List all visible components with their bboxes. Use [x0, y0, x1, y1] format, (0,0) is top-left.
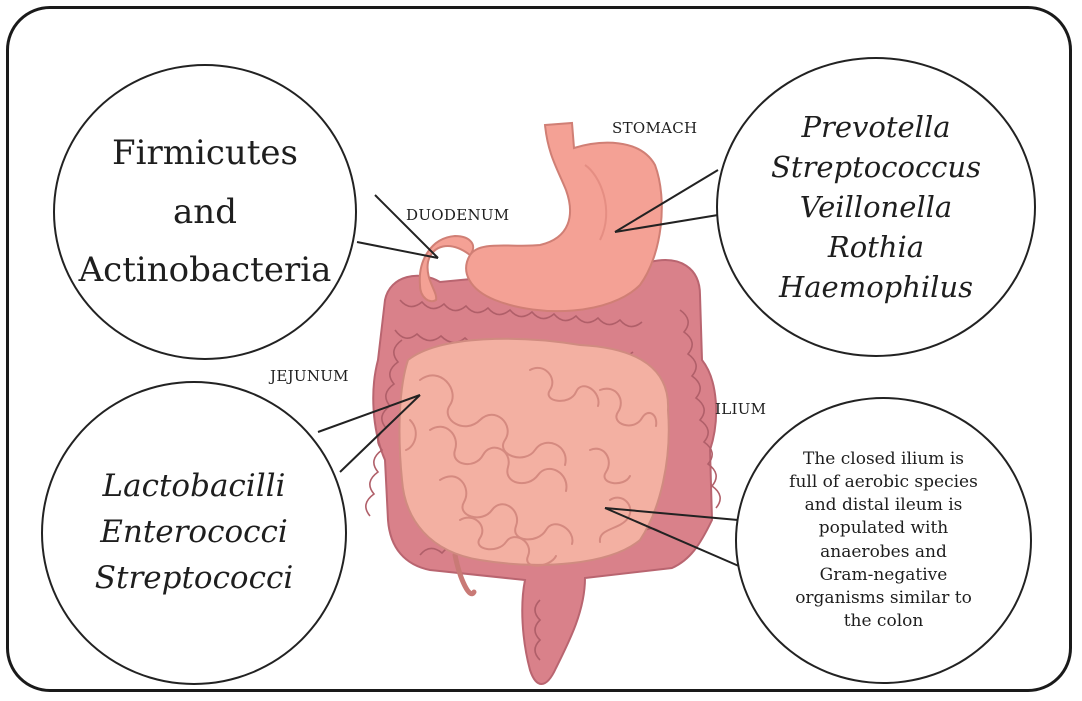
bacteria-name: Streptococci [95, 556, 294, 602]
bacteria-name: Haemophilus [779, 267, 973, 307]
description-line: and distal ileum is [805, 494, 963, 517]
bacteria-name: Prevotella [801, 107, 950, 147]
duodenum-label: DUODENUM [406, 206, 509, 224]
bacteria-name: Streptococcus [771, 147, 981, 187]
connector-word: and [173, 183, 237, 241]
bacteria-name: Lactobacilli [103, 464, 286, 510]
description-line: populated with [819, 517, 948, 540]
description-line: Gram-negative [820, 564, 948, 587]
bacteria-name: Enterococci [100, 510, 288, 556]
small-intestine [400, 339, 669, 566]
stomach-bacteria-circle: Prevotella Streptococcus Veillonella Rot… [716, 57, 1036, 357]
stomach-label: STOMACH [612, 119, 697, 137]
leader-duodenum-2 [357, 242, 438, 258]
description-line: anaerobes and [820, 541, 947, 564]
ilium-description-circle: The closed ilium is full of aerobic spec… [735, 397, 1032, 684]
description-line: The closed ilium is [803, 448, 964, 471]
jejunum-bacteria-circle: Lactobacilli Enterococci Streptococci [41, 381, 347, 685]
ilium-label: ILIUM [715, 400, 766, 418]
description-line: organisms similar to [795, 587, 972, 610]
jejunum-label: JEJUNUM [270, 367, 349, 385]
bacteria-name: Firmicutes [112, 124, 298, 182]
duodenum-bacteria-circle: Firmicutes and Actinobacteria [53, 64, 357, 360]
leader-duodenum-1 [375, 195, 438, 258]
description-line: the colon [844, 610, 924, 633]
description-line: full of aerobic species [789, 471, 978, 494]
bacteria-name: Rothia [828, 227, 924, 267]
bacteria-name: Actinobacteria [79, 241, 332, 299]
bacteria-name: Veillonella [800, 187, 952, 227]
